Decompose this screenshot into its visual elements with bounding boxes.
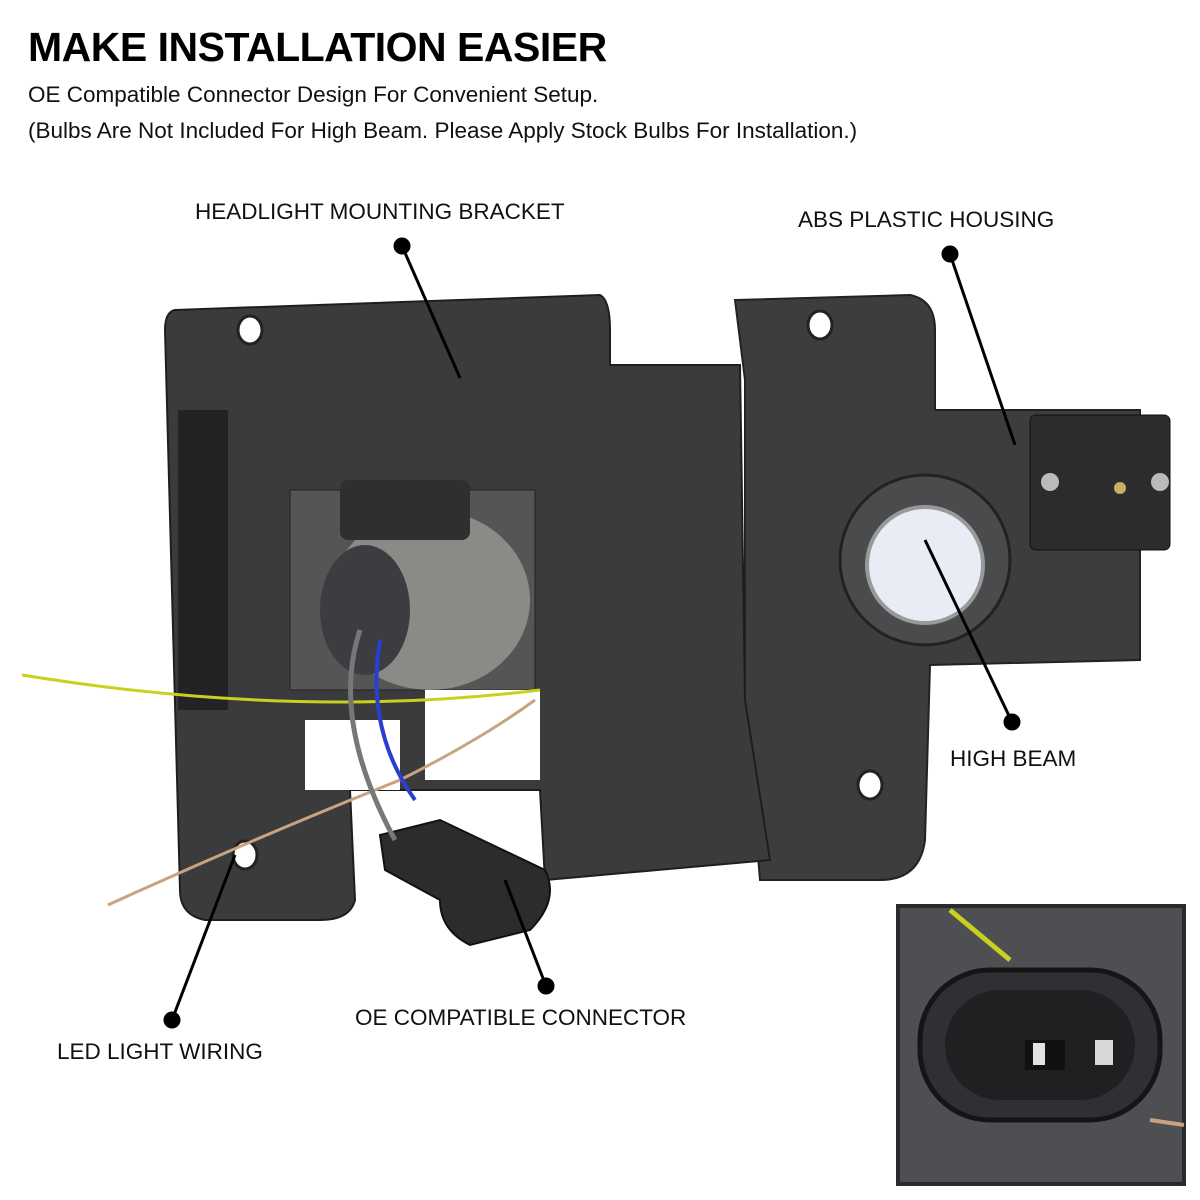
callout-oe-compatible-connector: OE COMPATIBLE CONNECTOR (355, 1005, 687, 1030)
wire-blue (374, 639, 417, 802)
subtitle-connector: OE Compatible Connector Design For Conve… (28, 82, 599, 107)
oe-compatible-connector (378, 818, 551, 947)
callout-abs-plastic-housing: ABS PLASTIC HOUSING (798, 207, 1055, 232)
callout-high-beam: HIGH BEAM (950, 746, 1077, 771)
callout-leaders (163, 237, 1021, 1029)
page-title: MAKE INSTALLATION EASIER (28, 24, 607, 70)
led-wire-tan (107, 698, 536, 907)
connector-closeup-inset (896, 904, 1186, 1186)
wire-gray (348, 629, 398, 842)
callout-headlight-mounting-bracket: HEADLIGHT MOUNTING BRACKET (195, 199, 565, 224)
subtitle-bulbs-note: (Bulbs Are Not Included For High Beam. P… (28, 118, 858, 143)
led-wire-yellow (21, 673, 541, 704)
callout-led-light-wiring: LED LIGHT WIRING (57, 1039, 263, 1064)
mount-holes (231, 309, 884, 871)
